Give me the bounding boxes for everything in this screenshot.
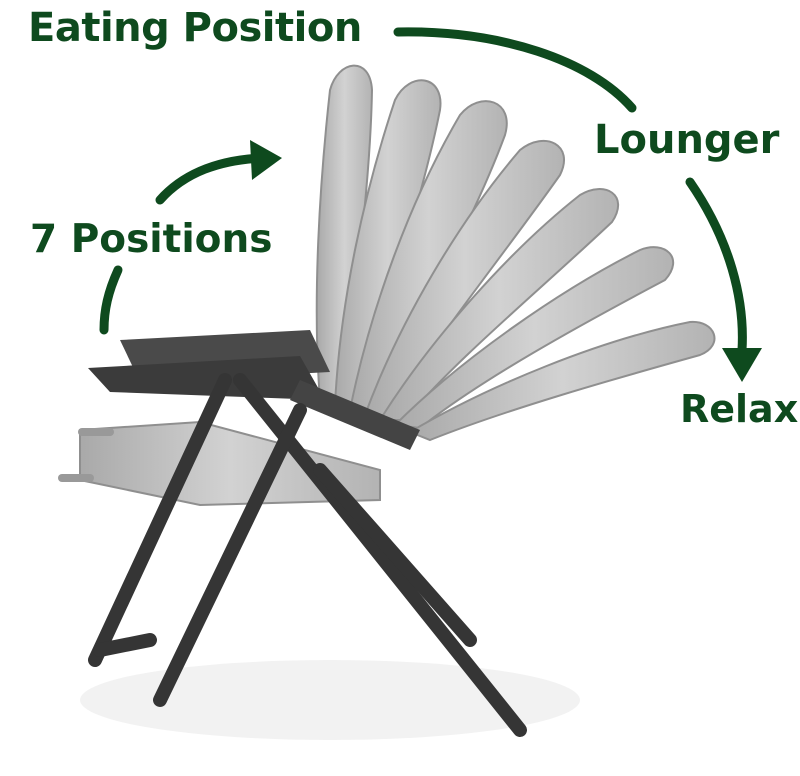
label-eating-position: Eating Position [28, 5, 362, 51]
label-lounger: Lounger [594, 117, 780, 163]
armrests [88, 330, 420, 450]
arrow-positions-up [155, 153, 267, 205]
arrow-lounger-to-relax [685, 177, 747, 355]
arrow-head-positions [250, 140, 282, 180]
label-seven-positions: 7 Positions [30, 217, 273, 262]
label-relax: Relax [680, 387, 799, 431]
floor-shadow [80, 660, 580, 740]
arrow-head-relax [722, 348, 762, 382]
backrest-fan [315, 64, 716, 442]
arrow-eating-to-lounger [393, 27, 637, 113]
frame [88, 373, 527, 737]
arrow-positions-tail [99, 265, 123, 335]
